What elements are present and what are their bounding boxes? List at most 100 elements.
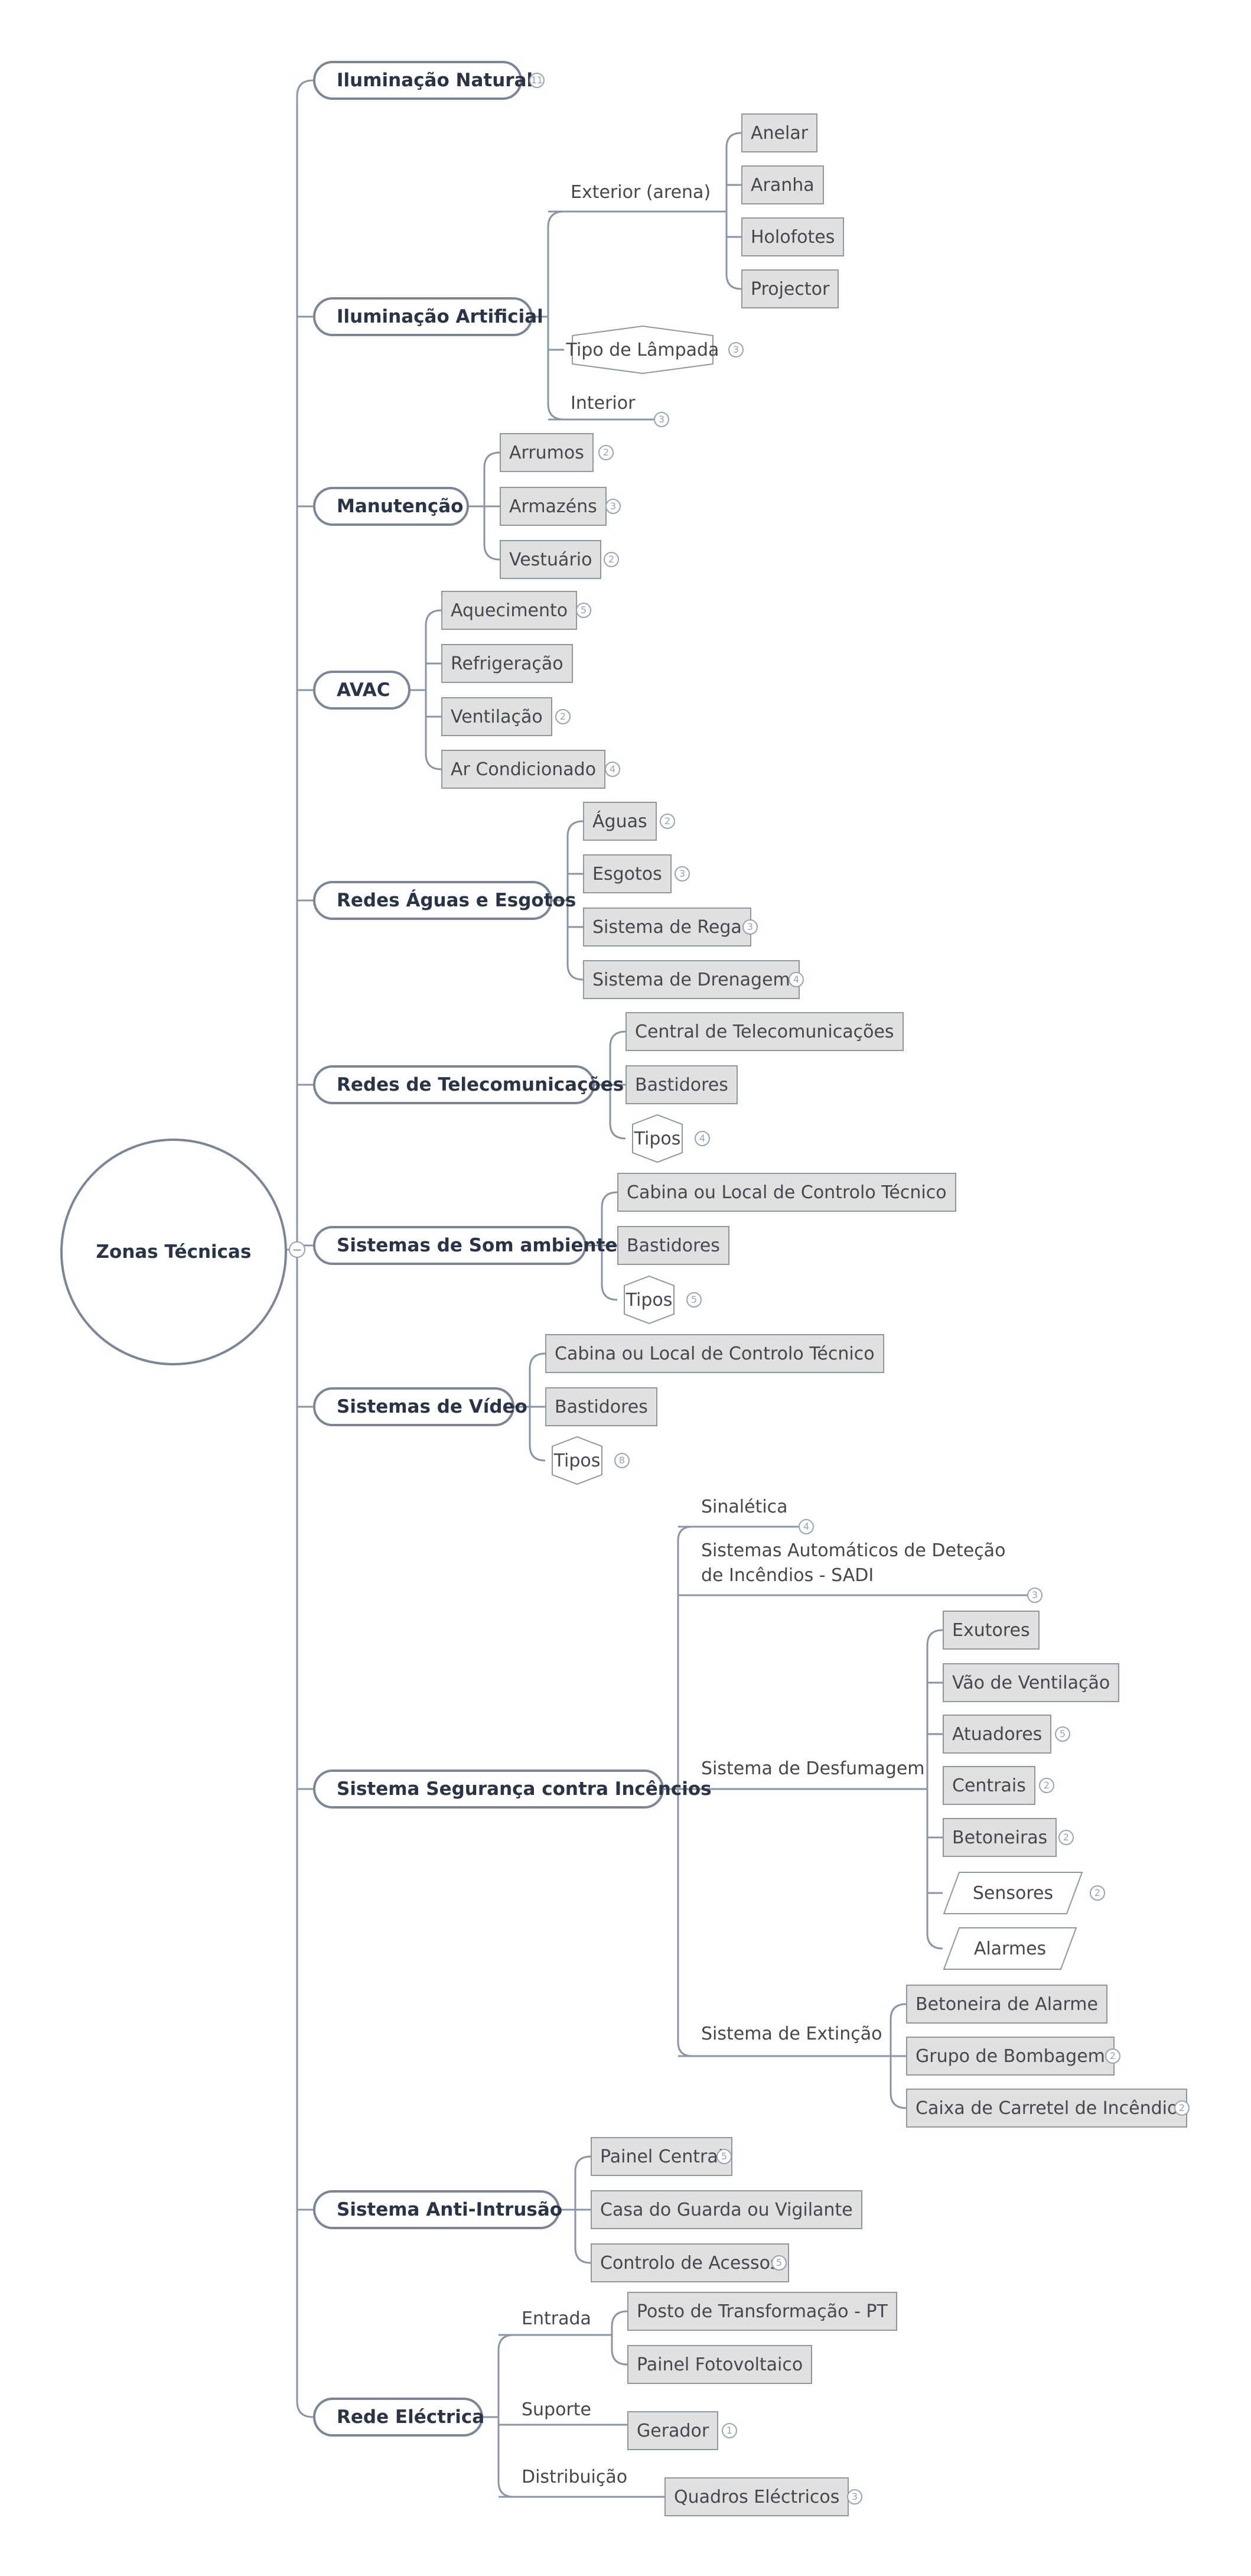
topic-anti-intrusao[interactable]: Sistema Anti-Intrusão [313, 2190, 562, 2229]
child-count-badge[interactable]: 2 [598, 445, 614, 460]
child-count-badge[interactable]: 5 [716, 2149, 732, 2164]
node-cabina-controlo[interactable]: Cabina ou Local de Controlo Técnico [617, 1173, 956, 1212]
node-atuadores[interactable]: Atuadores [943, 1715, 1052, 1754]
node-posto-transformacao[interactable]: Posto de Transformação - PT [627, 2292, 897, 2331]
root-label: Zonas Técnicas [96, 1241, 252, 1263]
child-count-badge[interactable]: 3 [605, 499, 621, 514]
topic-label: Redes de Telecomunicações [337, 1074, 624, 1095]
child-count-badge[interactable]: 2 [1174, 2100, 1190, 2116]
child-count-badge[interactable]: 5 [576, 603, 591, 618]
node-alarmes[interactable]: Alarmes [943, 1927, 1077, 1970]
child-count-badge[interactable]: 4 [695, 1131, 710, 1146]
child-count-badge[interactable]: 4 [799, 1519, 814, 1534]
node-painel-central[interactable]: Painel Central [591, 2137, 733, 2176]
subtopic-interior[interactable]: Interior [571, 393, 636, 414]
node-tipos[interactable]: Tipos [617, 1275, 681, 1325]
subtopic-entrada[interactable]: Entrada [522, 2308, 591, 2329]
node-aguas[interactable]: Águas [583, 802, 657, 841]
node-projector[interactable]: Projector [741, 269, 839, 308]
topic-label: Sistema Segurança contra Incêncios [337, 1778, 712, 1800]
node-sistema-drenagem[interactable]: Sistema de Drenagem [583, 960, 800, 999]
subtopic-distribuicao[interactable]: Distribuição [522, 2467, 628, 2487]
node-painel-fotovoltaico[interactable]: Painel Fotovoltaico [627, 2345, 813, 2384]
minus-icon: − [292, 1243, 302, 1257]
node-holofotes[interactable]: Holofotes [741, 217, 845, 256]
node-tipos[interactable]: Tipos [545, 1436, 609, 1485]
child-count-badge[interactable]: 5 [1055, 1726, 1070, 1742]
node-central-telecom[interactable]: Central de Telecomunicações [626, 1012, 904, 1051]
node-aranha[interactable]: Aranha [741, 165, 824, 204]
node-armazens[interactable]: Armazéns [500, 487, 607, 526]
child-count-badge[interactable]: 3 [728, 342, 744, 357]
child-count-badge[interactable]: 1 [722, 2423, 737, 2438]
topic-iluminacao-natural[interactable]: Iluminação Natural [313, 61, 533, 100]
node-vestuario[interactable]: Vestuário [500, 540, 602, 579]
node-centrais[interactable]: Centrais [943, 1766, 1035, 1805]
child-count-badge[interactable]: 4 [605, 762, 620, 777]
node-ar-condicionado[interactable]: Ar Condicionado [441, 750, 606, 789]
collapse-toggle[interactable]: − [289, 1241, 305, 1258]
node-arrumos[interactable]: Arrumos [500, 433, 594, 472]
child-count-badge[interactable]: 3 [1027, 1588, 1042, 1603]
topic-iluminacao-artificial[interactable]: Iluminação Artificial [313, 297, 543, 336]
node-quadros-electricos[interactable]: Quadros Eléctricos [664, 2477, 849, 2516]
topic-avac[interactable]: AVAC [313, 671, 411, 710]
topic-seguranca-incendios[interactable]: Sistema Segurança contra Incêncios [313, 1770, 712, 1809]
node-tipos[interactable]: Tipos [626, 1114, 689, 1163]
topic-sistemas-video[interactable]: Sistemas de Vídeo [313, 1387, 527, 1426]
topic-redes-telecomunicacoes[interactable]: Redes de Telecomunicações [313, 1065, 624, 1104]
node-aquecimento[interactable]: Aquecimento [441, 591, 578, 630]
node-bastidores[interactable]: Bastidores [626, 1065, 738, 1104]
node-refrigeracao[interactable]: Refrigeração [441, 644, 573, 683]
node-cabina-controlo[interactable]: Cabina ou Local de Controlo Técnico [545, 1334, 884, 1373]
node-bastidores[interactable]: Bastidores [617, 1226, 729, 1265]
child-count-badge[interactable]: 2 [660, 814, 675, 829]
node-tipo-lampada[interactable]: Tipo de Lâmpada [564, 325, 721, 375]
child-count-badge[interactable]: 2 [604, 552, 619, 567]
node-betoneiras[interactable]: Betoneiras [943, 1818, 1057, 1857]
node-bastidores[interactable]: Bastidores [545, 1387, 657, 1426]
root-node[interactable]: Zonas Técnicas [60, 1139, 287, 1365]
node-sistema-rega[interactable]: Sistema de Rega [583, 908, 751, 947]
child-count-badge[interactable]: 11 [529, 73, 545, 88]
node-vao-ventilacao[interactable]: Vão de Ventilação [943, 1663, 1120, 1702]
child-count-badge[interactable]: 3 [742, 919, 758, 935]
subtopic-sinaletica[interactable]: Sinalética [701, 1497, 788, 1517]
node-ventilacao[interactable]: Ventilação [441, 697, 552, 736]
node-grupo-bombagem[interactable]: Grupo de Bombagem [906, 2037, 1115, 2076]
node-betoneira-alarme[interactable]: Betoneira de Alarme [906, 1985, 1107, 2024]
child-count-badge[interactable]: 2 [1090, 1885, 1105, 1901]
node-anelar[interactable]: Anelar [741, 113, 818, 152]
child-count-badge[interactable]: 3 [654, 412, 669, 427]
child-count-badge[interactable]: 8 [614, 1453, 630, 1468]
child-count-badge[interactable]: 3 [847, 2489, 862, 2505]
subtopic-extincao[interactable]: Sistema de Extinção [701, 2024, 882, 2044]
subtopic-exterior[interactable]: Exterior (arena) [571, 182, 711, 203]
node-gerador[interactable]: Gerador [627, 2411, 719, 2450]
child-count-badge[interactable]: 2 [555, 709, 571, 724]
child-count-badge[interactable]: 4 [789, 972, 804, 987]
node-controlo-acessos[interactable]: Controlo de Acessos [591, 2243, 789, 2282]
child-count-badge[interactable]: 5 [686, 1292, 702, 1307]
node-label: Tipos [634, 1128, 681, 1149]
child-count-badge[interactable]: 2 [1058, 1830, 1074, 1845]
child-count-badge[interactable]: 2 [1039, 1778, 1054, 1793]
subtopic-desfumagem[interactable]: Sistema de Desfumagem [701, 1758, 925, 1779]
topic-sistemas-som[interactable]: Sistemas de Som ambiente [313, 1226, 617, 1265]
node-caixa-carretel[interactable]: Caixa de Carretel de Incêndio [906, 2089, 1188, 2128]
child-count-badge[interactable]: 3 [675, 866, 690, 882]
node-exutores[interactable]: Exutores [943, 1611, 1040, 1650]
child-count-badge[interactable]: 2 [1105, 2048, 1120, 2064]
node-esgotos[interactable]: Esgotos [583, 854, 672, 893]
child-count-badge[interactable]: 5 [771, 2255, 787, 2271]
node-sensores[interactable]: Sensores [943, 1871, 1083, 1915]
topic-redes-aguas-esgotos[interactable]: Redes Águas e Esgotos [313, 881, 576, 920]
topic-rede-electrica[interactable]: Rede Eléctrica [313, 2398, 484, 2437]
topic-manutencao[interactable]: Manutenção [313, 487, 469, 526]
subtopic-suporte[interactable]: Suporte [522, 2399, 592, 2420]
node-casa-guarda[interactable]: Casa do Guarda ou Vigilante [591, 2190, 862, 2229]
subtopic-sadi[interactable]: Sistemas Automáticos de Deteção de Incên… [701, 1540, 1006, 1586]
hexagon-shape [632, 1114, 683, 1163]
